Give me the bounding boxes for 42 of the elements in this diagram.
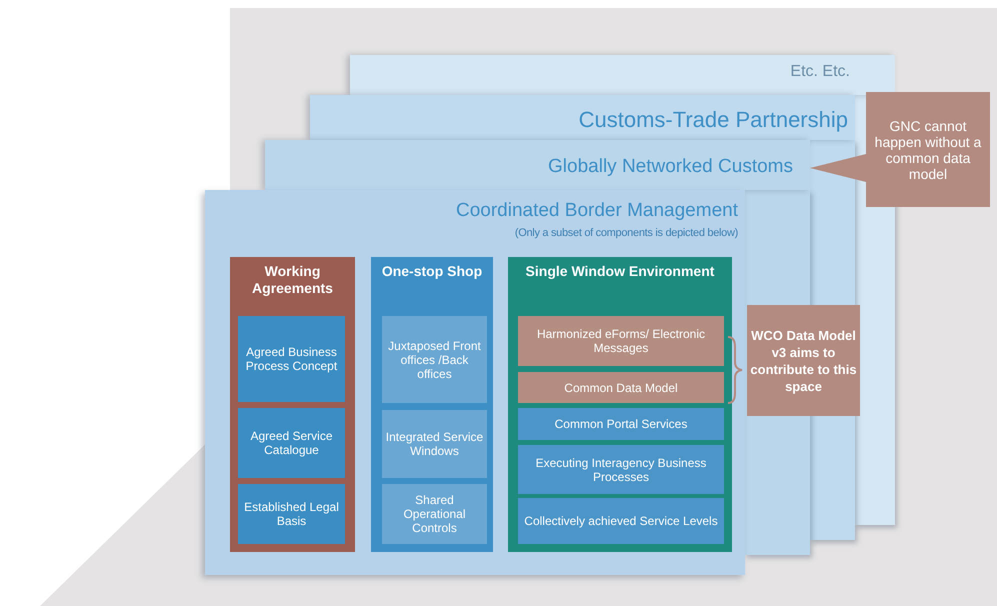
- layer-panel: [350, 55, 895, 95]
- component-label: Agreed Service Catalogue: [249, 429, 334, 457]
- component-label: Juxtaposed Front offices /Back offices: [387, 338, 482, 380]
- column-heading: Working Agreements: [251, 263, 334, 297]
- layer-title: Etc. Etc.: [790, 63, 850, 81]
- layer-title: Coordinated Border Management: [456, 200, 738, 222]
- layer-panel: [265, 140, 810, 190]
- column-heading: One-stop Shop: [381, 263, 483, 280]
- component-box: [238, 408, 345, 478]
- component-box: [518, 316, 724, 366]
- component-label: Integrated Service Windows: [385, 430, 484, 458]
- component-box: [518, 372, 724, 403]
- component-label: Agreed Business Process Concept: [244, 345, 338, 373]
- component-column: [371, 257, 493, 552]
- component-label: Collectively achieved Service Levels: [524, 514, 718, 528]
- column-heading: Single Window Environment: [524, 263, 716, 280]
- callout-text: WCO Data Model v3 aims to contribute to this space: [749, 326, 858, 394]
- component-label: Shared Operational Controls: [402, 493, 467, 535]
- callout-box: [866, 92, 990, 207]
- layer-title: Customs-Trade Partnership: [578, 107, 848, 133]
- component-label: Executing Interagency Business Processes: [534, 456, 708, 484]
- component-box: [382, 484, 487, 544]
- layer-panel: [310, 95, 855, 140]
- component-label: Common Data Model: [564, 380, 678, 394]
- component-box: [518, 408, 724, 440]
- component-box: [518, 498, 724, 544]
- layer-panel: [205, 190, 745, 575]
- component-column: [230, 257, 355, 552]
- component-label: Established Legal Basis: [243, 500, 340, 528]
- callout-text: GNC cannot happen without a common data model: [874, 118, 982, 182]
- layer-title: Globally Networked Customs: [548, 156, 793, 178]
- component-label: Common Portal Services: [554, 417, 688, 431]
- callout-box: [747, 305, 860, 416]
- component-box: [238, 316, 345, 402]
- component-column: [508, 257, 732, 552]
- component-label: Harmonized eForms/ Electronic Messages: [536, 327, 706, 355]
- component-box: [382, 316, 487, 403]
- callout-pointer: [810, 154, 866, 182]
- component-box: [238, 484, 345, 544]
- component-box: [518, 445, 724, 494]
- component-box: [382, 410, 487, 478]
- layer-subtitle: (Only a subset of components is depicted below): [514, 227, 738, 239]
